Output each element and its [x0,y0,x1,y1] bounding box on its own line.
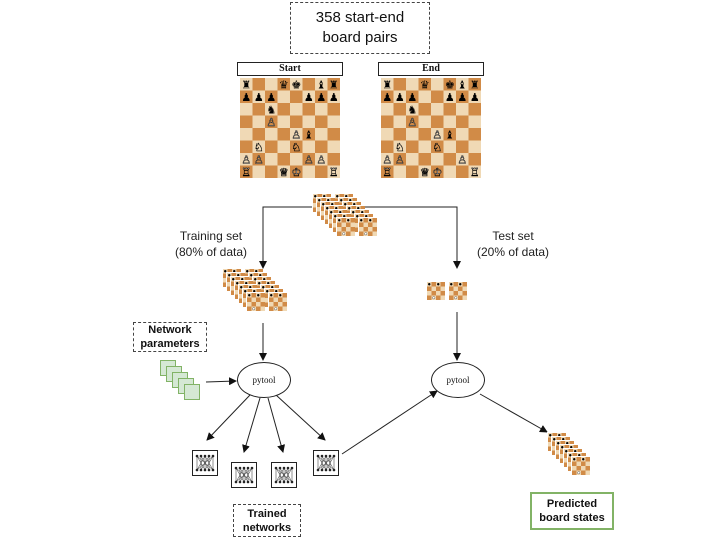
end-board-label: End [378,62,484,76]
trained-network-4 [313,450,339,476]
trained-network-1 [192,450,218,476]
board-thumbnail [448,281,467,300]
svg-text:♙: ♙ [291,128,301,141]
pytool-test-node: pytool [431,362,485,398]
svg-text:♙: ♙ [254,153,264,166]
svg-text:♝: ♝ [457,78,467,91]
svg-text:♙: ♙ [407,116,417,129]
svg-text:♟: ♟ [266,91,276,104]
svg-text:♞: ♞ [266,103,276,116]
svg-text:♟: ♟ [407,91,417,104]
svg-text:♟: ♟ [316,91,326,104]
predicted-line-2: board states [539,512,605,524]
arrow-net-4 [275,394,326,441]
network-parameters-line-2: parameters [140,338,200,350]
arrow-net-3 [267,397,285,453]
svg-text:♕: ♕ [420,166,430,178]
svg-text:♝: ♝ [316,78,326,91]
arrow-net-2 [242,397,261,453]
title-line-1: 358 start-end [315,9,405,26]
svg-text:♟: ♟ [329,91,339,104]
board-thumbnail [571,456,590,475]
test-set-stack [426,281,496,316]
svg-text:♜: ♜ [329,78,339,91]
arrow-params-to-tool [205,377,237,386]
svg-text:♝: ♝ [304,128,314,141]
svg-text:♙: ♙ [304,153,314,166]
parameter-sheet [184,384,200,400]
network-parameters-box: Network parameters [133,322,207,352]
svg-text:♙: ♙ [432,128,442,141]
svg-text:♟: ♟ [241,91,251,104]
trained-networks-line-2: networks [242,521,292,534]
svg-text:♖: ♖ [241,166,251,178]
network-parameters-line-1: Network [148,324,192,336]
training-caption-line-2: (80% of data) [174,245,248,259]
svg-text:♔: ♔ [432,166,442,178]
start-chessboard: ♜♛♚♝♜♟♟♟♟♟♟♞♙♙♝♘♘♙♙♙♙♖♕♔♖ [240,78,340,179]
predicted-line-1: Predicted [546,498,598,510]
pytool-train-node: pytool [237,362,291,398]
svg-text:♙: ♙ [395,153,405,166]
board-thumbnail [358,217,377,236]
svg-text:♜: ♜ [382,78,392,91]
predicted-stack [547,432,607,492]
svg-text:♖: ♖ [382,166,392,178]
svg-text:♙: ♙ [382,153,392,166]
svg-text:♞: ♞ [407,103,417,116]
trained-networks-line-1: Trained [247,507,287,520]
predicted-board-states-box: Predicted board states [530,492,614,530]
svg-text:♟: ♟ [254,91,264,104]
test-caption-line-2: (20% of data) [476,245,550,259]
dataset-title-box: 358 start-end board pairs [290,2,430,54]
svg-text:♙: ♙ [266,116,276,129]
svg-text:♟: ♟ [304,91,314,104]
board-thumbnail [336,217,355,236]
svg-text:♖: ♖ [329,166,339,178]
svg-text:♘: ♘ [254,141,264,154]
board-thumbnail [268,292,287,311]
svg-text:♘: ♘ [432,141,442,154]
svg-text:♟: ♟ [382,91,392,104]
start-board-label: Start [237,62,343,76]
svg-text:♘: ♘ [291,141,301,154]
svg-text:♙: ♙ [457,153,467,166]
svg-text:♟: ♟ [470,91,480,104]
svg-text:♔: ♔ [291,166,301,178]
trained-network-3 [271,462,297,488]
svg-text:♕: ♕ [279,166,289,178]
test-caption-line-1: Test set [492,229,534,243]
all-pairs-stack [312,193,402,253]
training-caption-line-1: Training set [179,229,243,243]
svg-text:♙: ♙ [241,153,251,166]
svg-text:♘: ♘ [395,141,405,154]
svg-text:♖: ♖ [470,166,480,178]
board-thumbnail [426,281,445,300]
end-chessboard: ♜♛♚♝♜♟♟♟♟♟♟♞♙♙♝♘♘♙♙♙♖♕♔♖ [381,78,481,179]
test-set-caption: Test set (20% of data) [467,228,559,260]
svg-text:♚: ♚ [445,78,455,91]
svg-text:♟: ♟ [457,91,467,104]
svg-text:♛: ♛ [279,78,289,91]
svg-text:♟: ♟ [445,91,455,104]
svg-text:♛: ♛ [420,78,430,91]
training-set-caption: Training set (80% of data) [165,228,257,260]
svg-text:♜: ♜ [241,78,251,91]
board-thumbnail [246,292,265,311]
arrow-net-1 [206,394,251,441]
arrow-tool-to-predicted [479,393,548,433]
svg-text:♝: ♝ [445,128,455,141]
training-set-stack [222,268,312,328]
svg-text:♚: ♚ [291,78,301,91]
title-line-2: board pairs [322,29,398,46]
svg-text:♟: ♟ [395,91,405,104]
arrow-net-to-tool [341,390,438,455]
trained-network-2 [231,462,257,488]
svg-text:♙: ♙ [316,153,326,166]
svg-text:♜: ♜ [470,78,480,91]
trained-networks-box: Trained networks [233,504,301,537]
